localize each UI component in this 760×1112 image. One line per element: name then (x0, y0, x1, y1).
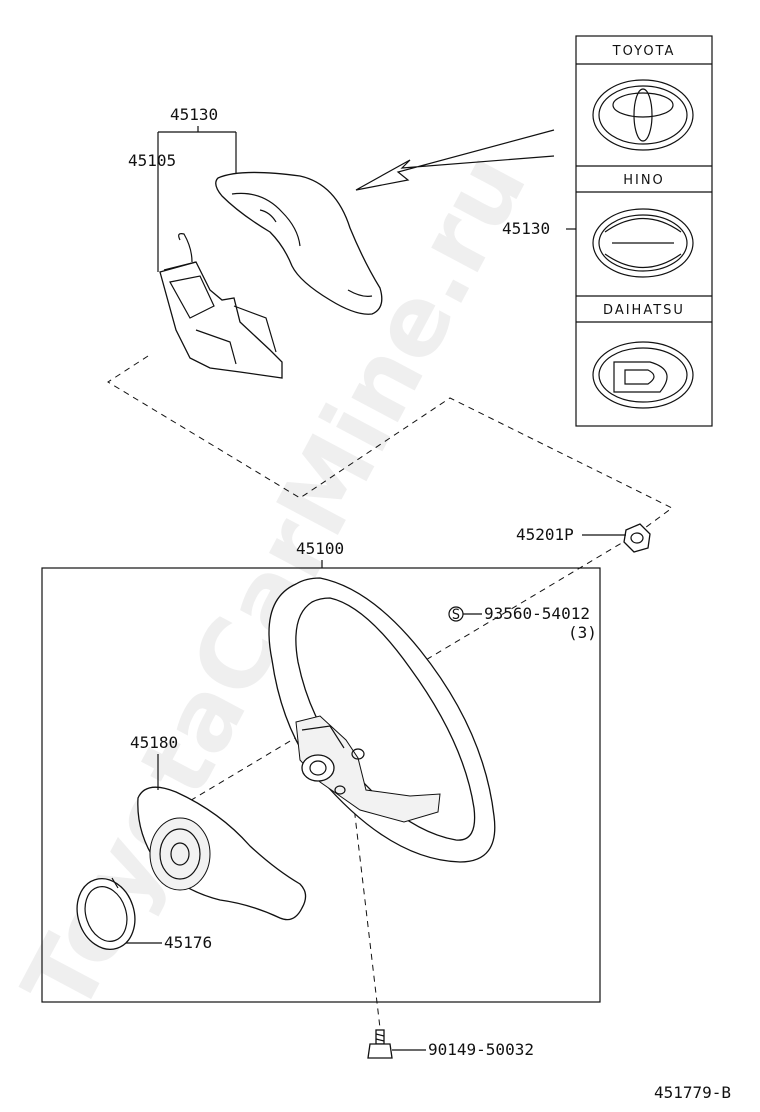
brand-label-daihatsu: DAIHATSU (603, 303, 685, 318)
label-90149-50032: 90149-50032 (428, 1040, 534, 1059)
assembly-dashed-lines (107, 355, 673, 1029)
label-45201p: 45201P (516, 525, 574, 544)
airbag-module-part (159, 233, 283, 379)
label-45100: 45100 (296, 539, 344, 558)
steering-cover-part (137, 786, 307, 921)
wheel-assembly-box (41, 567, 601, 1003)
steering-wheel-part (268, 577, 496, 863)
label-45130-top: 45130 (170, 105, 218, 124)
bolt-part (367, 1029, 393, 1059)
label-45176: 45176 (164, 933, 212, 952)
label-45130-emblem: 45130 (502, 219, 550, 238)
nut-part (623, 523, 651, 553)
spiral-ring-part (76, 877, 136, 950)
brand-label-toyota: TOYOTA (612, 44, 676, 59)
horn-pad-part (215, 171, 383, 315)
svg-text:S: S (452, 607, 460, 623)
emblem-arrow (355, 129, 555, 191)
top-leader-lines (157, 126, 237, 272)
screw-callout: S (448, 606, 482, 623)
label-45180: 45180 (130, 733, 178, 752)
hino-emblem-icon (592, 208, 694, 278)
diagram-reference-id: 451779-B (654, 1083, 731, 1102)
brand-label-hino: HINO (623, 173, 665, 188)
label-45105: 45105 (128, 151, 176, 170)
toyota-emblem-icon (592, 79, 694, 151)
label-93560-54012: 93560-54012 (484, 604, 590, 623)
daihatsu-emblem-icon (592, 341, 694, 409)
brand-emblem-panel: TOYOTA HINO DAIHATSU (575, 35, 713, 427)
label-screw-quantity: (3) (568, 623, 597, 642)
